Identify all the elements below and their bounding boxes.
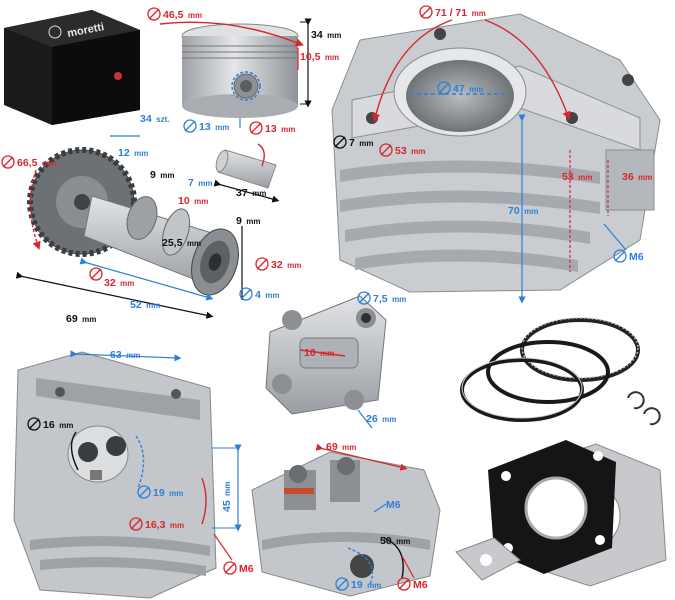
dim-rocker-7-5: 7,5 mm: [357, 289, 406, 306]
cylinder-head-left: [13, 351, 217, 599]
camshaft: [27, 147, 239, 296]
svg-text:10 mm: 10 mm: [178, 191, 208, 208]
svg-text:4 mm: 4 mm: [255, 285, 280, 302]
dim-cam-7: 7 mm: [188, 173, 213, 190]
dim-piston-height: 34 mm: [311, 25, 341, 42]
svg-text:16 mm: 16 mm: [43, 415, 73, 432]
svg-text:34 mm: 34 mm: [311, 25, 341, 42]
svg-text:46,5 mm: 46,5 mm: [163, 5, 202, 22]
dim-cam-9b: 9 mm: [236, 211, 261, 228]
dim-piston-pin-hole: 13 mm: [183, 117, 229, 134]
dim-piston-diameter: 46,5 mm: [147, 5, 202, 22]
svg-text:M6: M6: [239, 563, 254, 575]
dim-pin-diameter: 13 mm: [249, 119, 295, 136]
moretti-logo-icon: [48, 25, 62, 39]
dim-cam-12: 12 mm: [118, 143, 148, 160]
dim-head2-50: 50 mm: [380, 531, 410, 548]
svg-text:52 mm: 52 mm: [130, 295, 160, 312]
svg-text:69 mm: 69 mm: [326, 437, 356, 454]
svg-text:32 mm: 32 mm: [104, 273, 134, 290]
svg-text:M6: M6: [386, 499, 401, 511]
cylinder-head-right: [251, 451, 441, 597]
dim-cyl-height: 70 mm: [508, 201, 538, 218]
svg-text:9 mm: 9 mm: [150, 165, 175, 182]
dim-head-63: 63 mm: [110, 345, 140, 362]
dim-cyl-36: 36 mm: [622, 167, 652, 184]
svg-text:9 mm: 9 mm: [236, 211, 261, 228]
dim-head2-m6: M6: [386, 499, 401, 511]
dim-cyl-stud-hole: 7 mm: [333, 133, 374, 150]
dim-head-45: 45 mm: [217, 482, 234, 512]
dim-cyl-spigot: 53 mm: [379, 141, 425, 158]
product-box: moretti: [4, 10, 140, 125]
dim-cyl-53: 53 mm: [562, 167, 592, 184]
piston-pin-clips: [627, 391, 661, 426]
dim-rocker-26: 26 mm: [366, 409, 396, 426]
dim-cam-bearing-32b: 32 mm: [255, 255, 301, 272]
svg-text:70 mm: 70 mm: [508, 201, 538, 218]
svg-text:71 / 71 mm: 71 / 71 mm: [435, 3, 486, 20]
svg-text:53 mm: 53 mm: [562, 167, 592, 184]
dim-head2-m6b: M6: [397, 577, 428, 591]
piston-rings: [460, 317, 640, 422]
dim-cyl-bore: 47 mm: [437, 79, 483, 96]
dim-head-19a: 19 mm: [137, 483, 183, 500]
dim-cam-10: 10 mm: [178, 191, 208, 208]
dim-sprocket-diameter: 66,5 mm: [1, 153, 56, 170]
svg-text:7,5 mm: 7,5 mm: [373, 289, 406, 306]
svg-text:32 mm: 32 mm: [271, 255, 301, 272]
svg-text:M6: M6: [413, 579, 428, 591]
dim-piston-compression: 10,5 mm: [300, 47, 339, 64]
dim-head2-19: 19 mm: [335, 575, 381, 592]
piston: [181, 23, 299, 118]
dim-cam-25-5: 25,5 mm: [162, 233, 201, 250]
dim-cam-69: 69 mm: [66, 309, 96, 326]
dim-cyl-bolt-spacing: 71 / 71 mm: [419, 3, 486, 20]
svg-text:53 mm: 53 mm: [395, 141, 425, 158]
svg-text:25,5 mm: 25,5 mm: [162, 233, 201, 250]
dim-cam-9a: 9 mm: [150, 165, 175, 182]
svg-text:26 mm: 26 mm: [366, 409, 396, 426]
rocker-assembly: [265, 295, 387, 415]
svg-text:50 mm: 50 mm: [380, 531, 410, 548]
dim-head-m6a: M6: [223, 561, 254, 575]
dim-rocker-10: 10 mm: [304, 343, 334, 360]
dim-cyl-thread: M6: [613, 249, 644, 263]
svg-text:12 mm: 12 mm: [118, 143, 148, 160]
dim-pin-length: 37 mm: [236, 183, 266, 200]
svg-text:13 mm: 13 mm: [199, 117, 229, 134]
dim-cam-4: 4 mm: [239, 285, 280, 302]
svg-text:66,5 mm: 66,5 mm: [17, 153, 56, 170]
svg-text:10,5 mm: 10,5 mm: [300, 47, 339, 64]
svg-text:M6: M6: [629, 251, 644, 263]
dim-cam-bearing-32a: 32 mm: [89, 267, 134, 290]
svg-text:34 szt.: 34 szt.: [140, 109, 169, 126]
dim-head-16-3: 16,3 mm: [129, 515, 184, 532]
svg-text:19 mm: 19 mm: [351, 575, 381, 592]
svg-text:45 mm: 45 mm: [217, 482, 234, 512]
cylinder: [331, 13, 661, 293]
svg-text:16,3 mm: 16,3 mm: [145, 515, 184, 532]
svg-text:7 mm: 7 mm: [188, 173, 213, 190]
svg-text:69 mm: 69 mm: [66, 309, 96, 326]
svg-text:7 mm: 7 mm: [349, 133, 374, 150]
svg-text:36 mm: 36 mm: [622, 167, 652, 184]
svg-text:19 mm: 19 mm: [153, 483, 183, 500]
svg-text:47 mm: 47 mm: [453, 79, 483, 96]
piston-pin: [215, 149, 277, 189]
dim-cam-52: 52 mm: [130, 295, 160, 312]
gaskets: [455, 440, 667, 587]
svg-text:37 mm: 37 mm: [236, 183, 266, 200]
svg-text:10 mm: 10 mm: [304, 343, 334, 360]
svg-text:63 mm: 63 mm: [110, 345, 140, 362]
dim-head-16: 16 mm: [27, 415, 73, 432]
svg-text:13 mm: 13 mm: [265, 119, 295, 136]
dim-head2-69: 69 mm: [326, 437, 356, 454]
dim-sprocket-teeth: 34 szt.: [140, 109, 169, 126]
